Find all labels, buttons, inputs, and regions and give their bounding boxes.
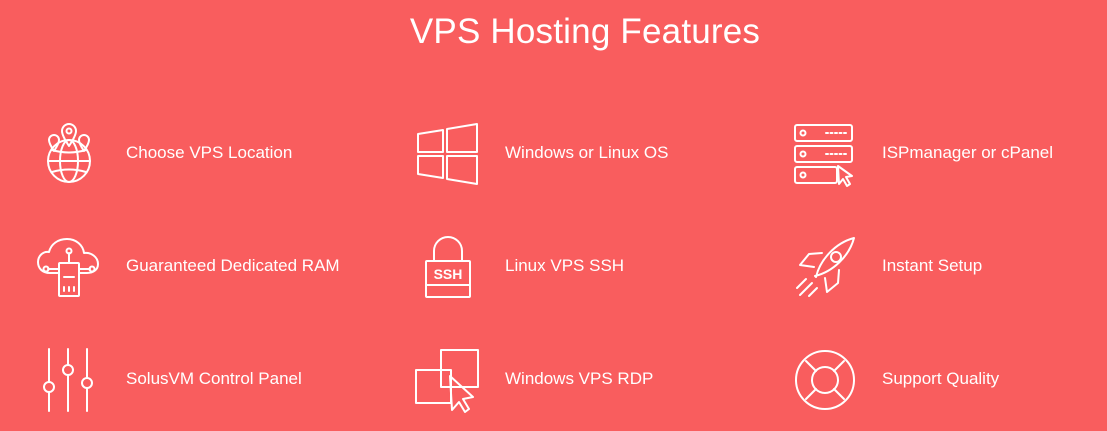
lifebuoy-icon <box>792 346 858 412</box>
feature-instant-setup: Instant Setup <box>792 231 982 301</box>
feature-choose-vps-location: Choose VPS Location <box>36 118 292 188</box>
cloud-ram-icon <box>36 233 102 299</box>
remote-desktop-icon <box>415 346 481 413</box>
feature-label: Choose VPS Location <box>126 143 293 162</box>
feature-guaranteed-dedicated-ram: Guaranteed Dedicated RAM <box>36 231 340 301</box>
ssh-text: SSH <box>434 266 463 282</box>
feature-support-quality: Support Quality <box>792 344 999 414</box>
ssh-lock-icon: SSH <box>415 233 481 299</box>
sliders-icon <box>36 346 102 412</box>
feature-solusvm-control-panel: SolusVM Control Panel <box>36 344 302 414</box>
feature-label: SolusVM Control Panel <box>126 369 302 388</box>
feature-label: Instant Setup <box>882 256 983 275</box>
section-title: VPS Hosting Features <box>409 12 761 51</box>
feature-label: ISPmanager or cPanel <box>882 143 1054 162</box>
feature-linux-vps-ssh: SSH Linux VPS SSH <box>415 231 624 301</box>
feature-label: Support Quality <box>882 369 1000 388</box>
feature-ispmanager-or-cpanel: ISPmanager or cPanel <box>792 118 1053 188</box>
feature-label: Windows or Linux OS <box>505 143 669 162</box>
feature-windows-or-linux-os: Windows or Linux OS <box>415 118 668 188</box>
globe-location-icon <box>36 120 102 186</box>
feature-label: Linux VPS SSH <box>505 256 625 275</box>
feature-label: Guaranteed Dedicated RAM <box>126 256 340 275</box>
rocket-icon <box>792 233 858 299</box>
feature-windows-vps-rdp: Windows VPS RDP <box>415 344 653 414</box>
feature-label: Windows VPS RDP <box>505 369 654 388</box>
windows-icon <box>415 120 481 186</box>
server-panel-icon <box>792 120 858 187</box>
